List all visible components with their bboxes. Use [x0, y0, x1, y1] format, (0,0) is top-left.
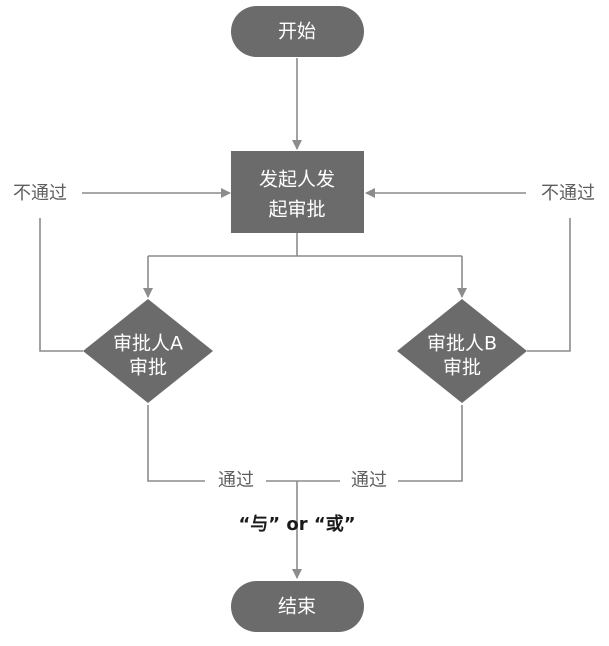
- start-label: 开始: [278, 21, 316, 43]
- approver-a-label-line2: 审批: [129, 357, 167, 379]
- approver-a-label-line1: 审批人A: [113, 333, 183, 355]
- merge-condition-note: “与” or “或”: [238, 513, 355, 535]
- edge-pass-left: [147, 405, 205, 482]
- initiator-label-line2: 起审批: [268, 199, 325, 221]
- reject-right-label: 不通过: [541, 183, 595, 204]
- end-label: 结束: [278, 596, 316, 618]
- initiator-label-line1: 发起人发: [259, 169, 335, 191]
- edge-reject-left-vertical: [39, 218, 83, 352]
- approver-b-label-line1: 审批人B: [427, 333, 497, 355]
- approver-a-node: 审批人A 审批: [83, 299, 213, 403]
- start-node: 开始: [231, 6, 364, 57]
- end-node: 结束: [231, 581, 364, 632]
- connectors: [39, 58, 571, 579]
- approver-b-label-line2: 审批: [443, 357, 481, 379]
- initiator-node: 发起人发 起审批: [231, 151, 364, 233]
- edge-pass-right: [398, 405, 463, 482]
- edge-reject-right-vertical: [527, 218, 571, 352]
- reject-left-label: 不通过: [13, 183, 67, 204]
- pass-right-label: 通过: [351, 470, 387, 491]
- pass-left-label: 通过: [218, 470, 254, 491]
- approver-b-node: 审批人B 审批: [397, 299, 527, 403]
